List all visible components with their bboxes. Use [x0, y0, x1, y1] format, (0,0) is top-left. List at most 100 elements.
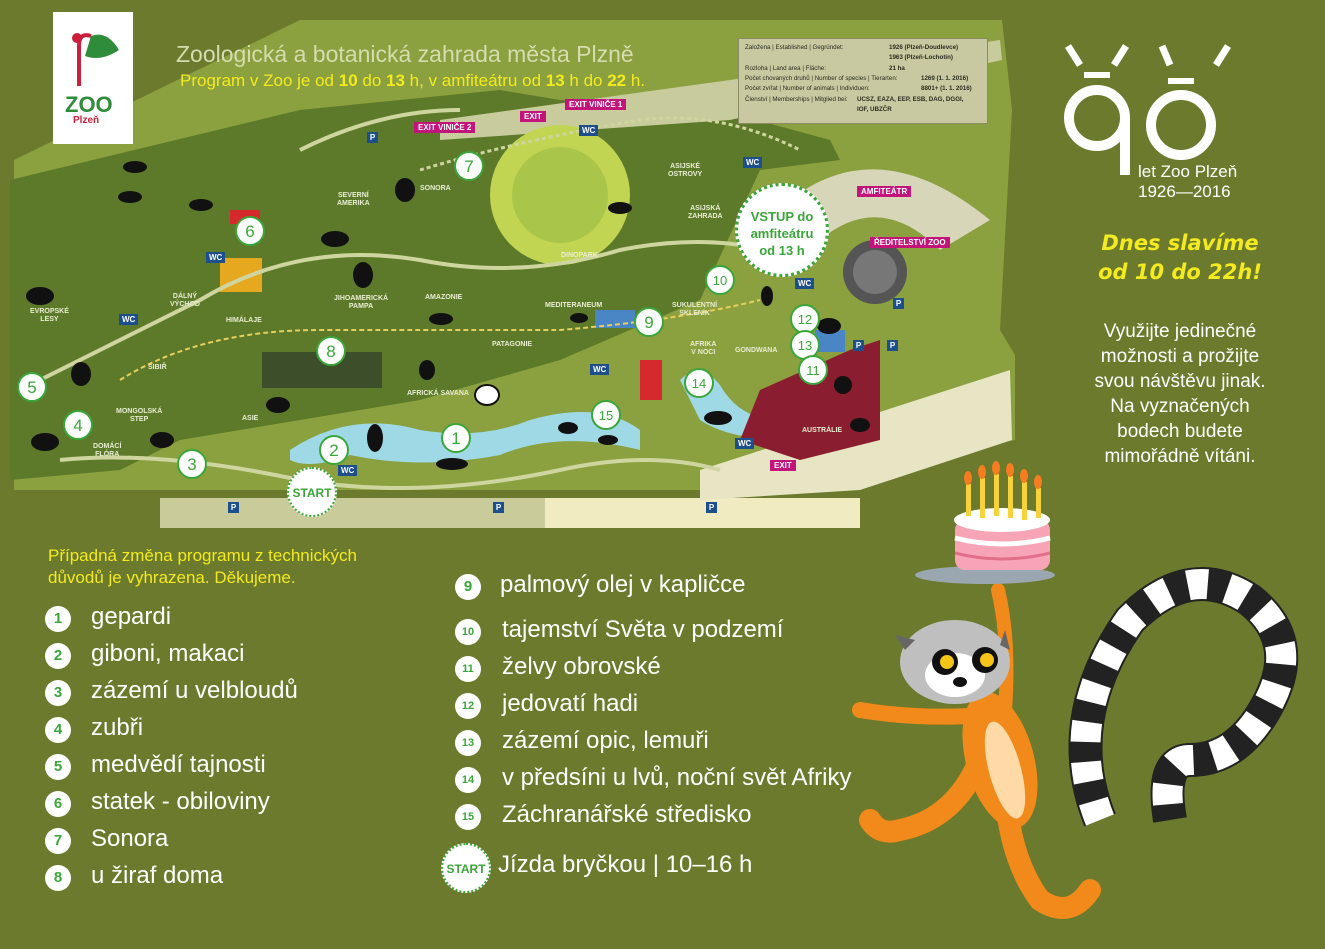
celebration-slogan: Dnes slavíme od 10 do 22h!: [1050, 229, 1310, 287]
area-label: SUKULENTNÍ SKLENÍK: [672, 302, 718, 317]
program-item: želvy obrovské: [502, 653, 661, 680]
wc-sign: WC: [743, 157, 763, 168]
exit-sign: EXIT: [520, 111, 546, 122]
program-item: Záchranářské středisko: [502, 801, 752, 828]
program-item: zázemí opic, lemuři: [502, 727, 709, 754]
slogan-line: od 10 do 22h!: [1098, 260, 1262, 284]
map-marker: 14: [684, 368, 714, 398]
program-item: Jízda bryčkou | 10–16 h: [498, 851, 753, 878]
promo-text: Využijte jedinečné možnosti a prožijte s…: [1050, 319, 1310, 469]
area-label: DOMÁCÍ FLÓRA: [93, 443, 122, 458]
map-marker: 6: [235, 216, 265, 246]
program-number: 9: [455, 574, 481, 600]
parking-sign: P: [367, 132, 378, 143]
program-number: 10: [455, 619, 481, 645]
program-number: 3: [45, 680, 71, 706]
parking-sign: P: [706, 502, 717, 513]
info-value: 1269 (1. 1. 2016): [921, 75, 969, 82]
lemur-illustration: [852, 461, 1299, 919]
slogan-line: Dnes slavíme: [1101, 231, 1259, 255]
program-item: statek - obiloviny: [91, 788, 270, 815]
start-badge: START: [441, 843, 491, 893]
program-number: 12: [455, 693, 481, 719]
map-lower-band-light: [545, 498, 860, 528]
area-label: MEDITERANEUM: [545, 302, 603, 309]
area-label: JIHOAMERICKÁ PAMPA: [334, 295, 389, 310]
area-label: ASIE: [242, 415, 259, 422]
program-number: 15: [455, 804, 481, 830]
anniversary-line2: 1926—2016: [1138, 182, 1231, 201]
area-label: SEVERNÍ AMERIKA: [337, 192, 370, 207]
director-office-label: ŘEDITELSTVÍ ZOO: [870, 237, 950, 248]
program-number: 1: [45, 606, 71, 632]
area-label: HIMÁLAJE: [226, 317, 262, 324]
area-label: SONORA: [420, 185, 451, 192]
map-marker: 11: [798, 355, 828, 385]
area-label: GONDWANA: [735, 347, 778, 354]
program-notice: Případná změna programu z technických dů…: [48, 545, 357, 589]
australia-area: [740, 340, 880, 460]
logo-text: ZOO: [65, 92, 113, 117]
program-number: 5: [45, 754, 71, 780]
area-label: MONGOLSKÁ STEP: [116, 408, 163, 423]
amphitheatre-label: AMFITEÁTR: [857, 186, 912, 197]
info-label: Členství | Memberships | Mitglied bei:: [745, 96, 848, 103]
program-number: 11: [455, 656, 481, 682]
exit-sign: EXIT: [770, 460, 796, 471]
flamingo-icon: [72, 33, 119, 86]
info-label: Rozloha | Land area | Fläche:: [745, 65, 826, 72]
area-label: DÁLNÝ VÝCHOD: [170, 293, 200, 308]
area-label: EVROPSKÉ LESY: [30, 308, 69, 323]
promo-line: Na vyznačených: [1110, 396, 1250, 417]
parking-sign: P: [228, 502, 239, 513]
program-item: gepardi: [91, 603, 172, 630]
map-marker: 5: [17, 372, 47, 402]
program-item: v předsíni u lvů, noční svět Afriky: [502, 764, 852, 791]
wc-sign: WC: [579, 125, 599, 136]
program-number: 7: [45, 828, 71, 854]
map-marker: 4: [63, 410, 93, 440]
map-marker: 15: [591, 400, 621, 430]
entry-line: VSTUP do: [750, 209, 814, 224]
program-item: zázemí u velbloudů: [91, 677, 298, 704]
parking-sign: P: [887, 340, 898, 351]
area-label: SIBIŘ: [148, 364, 167, 371]
map-start-marker: START: [287, 467, 337, 517]
entry-line: od 13 h: [759, 243, 805, 258]
parking-sign: P: [853, 340, 864, 351]
promo-line: Využijte jedinečné: [1103, 321, 1257, 342]
map-marker: 3: [177, 449, 207, 479]
map-marker: 8: [316, 336, 346, 366]
program-item: giboni, makaci: [91, 640, 245, 667]
animal-silhouettes: [26, 161, 870, 470]
map-marker: 2: [319, 435, 349, 465]
africa-night: [640, 360, 662, 400]
program-number: 14: [455, 767, 481, 793]
wc-sign: WC: [119, 314, 139, 325]
amphitheatre: [790, 169, 990, 250]
promo-line: svou návštěvu jinak.: [1094, 371, 1266, 392]
exit-sign: EXIT VINIČE 1: [565, 99, 627, 110]
zoo-info-box: Založena | Established | Gegründet: 1926…: [738, 38, 988, 124]
program-number: 6: [45, 791, 71, 817]
anniversary-text: 90 let Zoo Plzeň 1926—2016: [1138, 162, 1237, 202]
promo-line: mimořádně vítáni.: [1104, 446, 1256, 467]
wc-sign: WC: [735, 438, 755, 449]
map-marker: 10: [705, 265, 735, 295]
program-number: 4: [45, 717, 71, 743]
program-item: zubři: [91, 714, 144, 741]
program-number: 13: [455, 730, 481, 756]
info-value: IOF, UBZČR: [857, 106, 892, 113]
exit-sign: EXIT VINIČE 2: [414, 122, 476, 133]
program-item: Sonora: [91, 825, 169, 852]
parking-sign: P: [493, 502, 504, 513]
area-label: PATAGONIE: [492, 341, 533, 348]
map-marker: 1: [441, 423, 471, 453]
area-label: DINOPARK: [561, 252, 598, 259]
program-item: u žiraf doma: [91, 862, 224, 889]
program-number: 2: [45, 643, 71, 669]
path-main: [19, 240, 801, 392]
anniversary-line1: let Zoo Plzeň: [1138, 162, 1238, 181]
notice-line: Případná změna programu z technických: [48, 546, 357, 565]
